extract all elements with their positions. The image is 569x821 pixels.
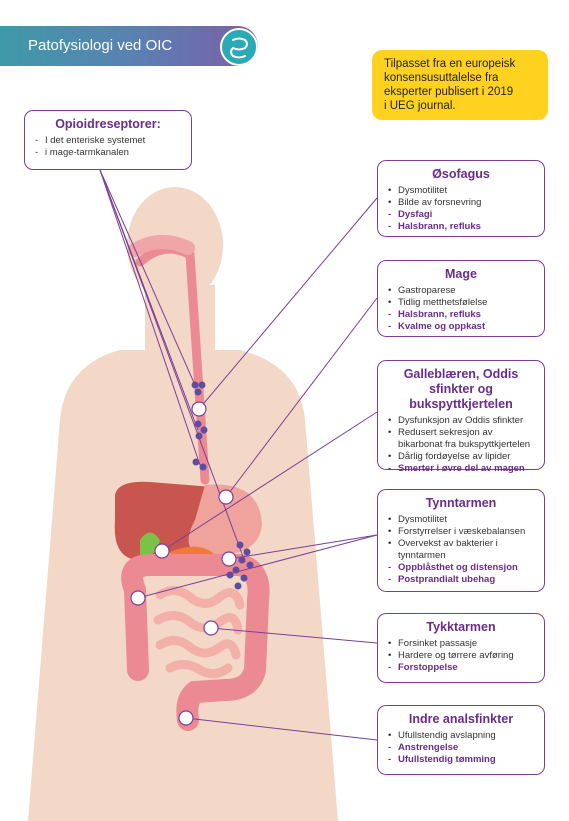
opioid-receptors-line: i mage-tarmkanalen xyxy=(33,147,183,159)
small-intestine-symptom: Oppblåsthet og distensjon xyxy=(386,562,536,574)
stomach-box: Mage Gastroparese Tidlig metthetsfølelse… xyxy=(377,260,545,337)
small-intestine-item: Dysmotilitet xyxy=(386,514,536,526)
nasal-cavity xyxy=(128,235,195,257)
small-intestine-item: Overvekst av bakterier i tynntarmen xyxy=(386,538,536,562)
page-title: Patofysiologi ved OIC xyxy=(0,26,258,66)
gallbladder-item: Dårlig fordøyelse av lipider xyxy=(386,451,536,463)
receptor-dots xyxy=(191,381,254,590)
small-intestine-symptom: Postprandialt ubehag xyxy=(386,574,536,586)
stomach xyxy=(188,484,262,556)
source-note-line: Tilpasset fra en europeisk xyxy=(384,58,516,70)
esophagus-symptom: Halsbrann, refluks xyxy=(386,221,536,233)
intestine-icon xyxy=(220,28,258,66)
small-intestine-item: Forstyrrelser i væskebalansen xyxy=(386,526,536,538)
esophagus-symptom: Dysfagi xyxy=(386,209,536,221)
large-intestine-item: Hardere og tørrere avføring xyxy=(386,650,536,662)
anal-sphincter-symptom: Ufullstendig tømming xyxy=(386,754,536,766)
esophagus-item: Bilde av forsnevring xyxy=(386,197,536,209)
gallbladder-item: Redusert sekresjon av bikarbonat fra buk… xyxy=(386,427,536,451)
target-circles xyxy=(130,401,237,726)
stomach-symptom: Kvalme og oppkast xyxy=(386,321,536,333)
gallbladder-title: Galleblæren, Oddis sfinkter og bukspyttk… xyxy=(403,367,519,411)
anal-sphincter-box: Indre analsfinkter Ufullstendig avslapni… xyxy=(377,705,545,775)
esophagus-title: Øsofagus xyxy=(432,167,490,181)
esophagus-item: Dysmotilitet xyxy=(386,185,536,197)
anal-sphincter-item: Ufullstendig avslapning xyxy=(386,730,536,742)
opioid-receptors-line: I det enteriske systemet xyxy=(33,135,183,147)
stomach-item: Gastroparese xyxy=(386,285,536,297)
source-note-line: i UEG journal. xyxy=(384,100,456,112)
large-intestine xyxy=(121,554,270,731)
gallbladder-symptom: Smerter i øvre del av magen xyxy=(386,463,536,475)
anal-sphincter-title: Indre analsfinkter xyxy=(408,712,514,726)
body-silhouette xyxy=(28,187,338,821)
anal-sphincter-symptom: Anstrengelse xyxy=(386,742,536,754)
gallbladder-item: Dysfunksjon av Oddis sfinkter xyxy=(386,415,536,427)
source-note-line: konsensusuttalelse fra xyxy=(384,72,499,84)
source-note-line: eksperter publisert i 2019 xyxy=(384,86,514,98)
stomach-title: Mage xyxy=(445,267,477,281)
opioid-receptors-title: Opioidreseptorer: xyxy=(55,117,161,131)
opioid-receptors-box: Opioidreseptorer: I det enteriske system… xyxy=(24,110,192,170)
small-intestine-box: Tynntarmen Dysmotilitet Forstyrrelser i … xyxy=(377,489,545,592)
large-intestine-title: Tykktarmen xyxy=(426,620,496,634)
large-intestine-box: Tykktarmen Forsinket passasje Hardere og… xyxy=(377,613,545,683)
stomach-item: Tidlig metthetsfølelse xyxy=(386,297,536,309)
source-note: Tilpasset fra en europeisk konsensusutta… xyxy=(372,50,548,120)
large-intestine-item: Forsinket passasje xyxy=(386,638,536,650)
large-intestine-symptom: Forstoppelse xyxy=(386,662,536,674)
stomach-symptom: Halsbrann, refluks xyxy=(386,309,536,321)
gallbladder-box: Galleblæren, Oddis sfinkter og bukspyttk… xyxy=(377,360,545,475)
esophagus-box: Øsofagus Dysmotilitet Bilde av forsnevri… xyxy=(377,160,545,237)
small-intestine-title: Tynntarmen xyxy=(425,496,497,510)
